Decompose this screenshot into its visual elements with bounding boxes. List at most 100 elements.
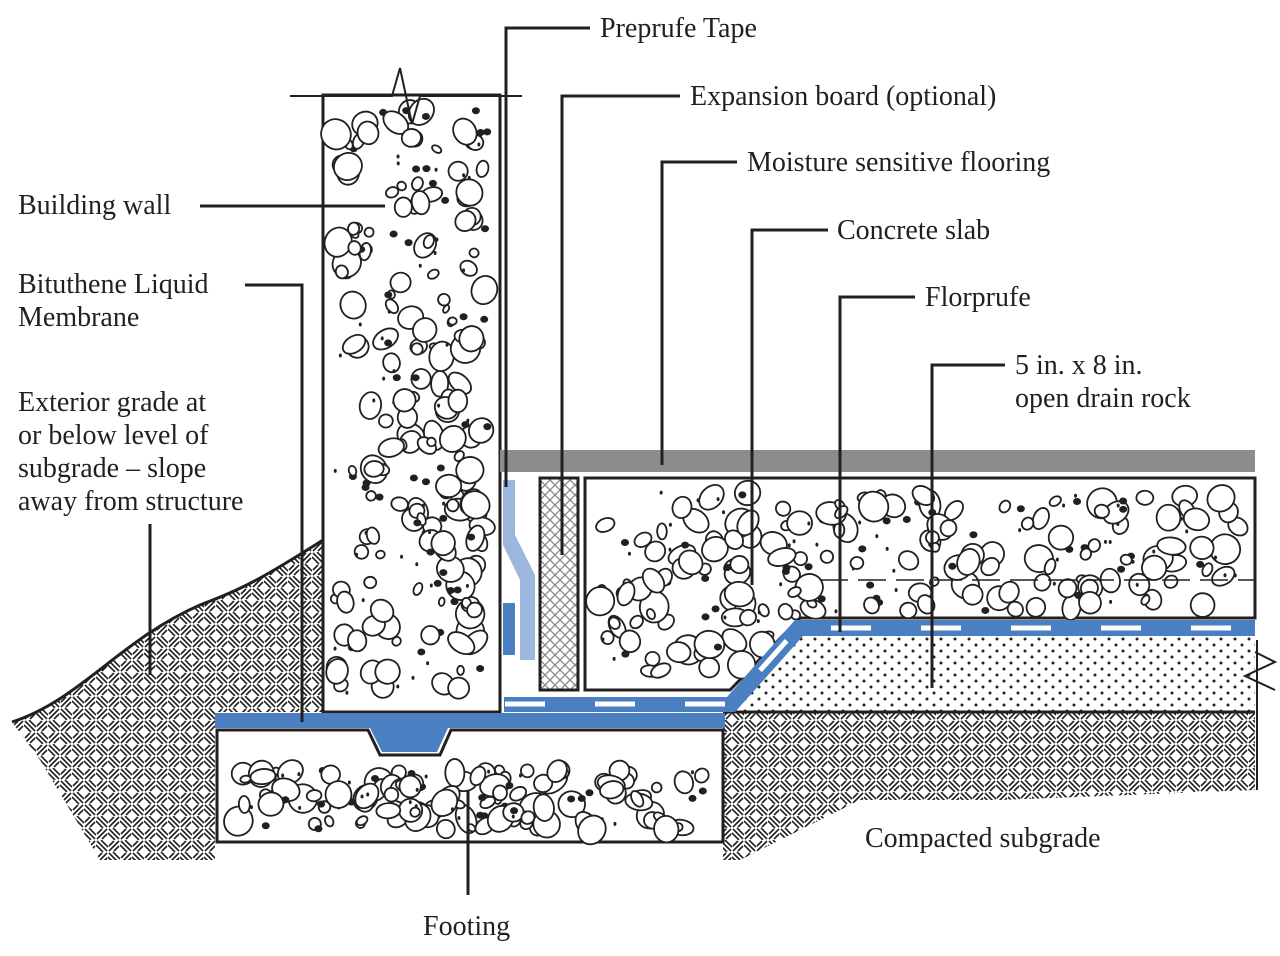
- aggregate-stone: [356, 120, 380, 146]
- aggregate-stone: [1073, 497, 1082, 505]
- aggregate-stone: [361, 598, 365, 603]
- aggregate-stone: [371, 774, 380, 782]
- aggregate-stone: [1135, 582, 1139, 587]
- aggregate-stone: [411, 675, 415, 680]
- aggregate-stone: [305, 789, 323, 803]
- aggregate-stone: [363, 460, 385, 478]
- aggregate-stone: [445, 342, 449, 347]
- aggregate-stone: [365, 490, 377, 502]
- aggregate-stone: [668, 547, 672, 552]
- aggregate-stone: [599, 780, 625, 800]
- aggregate-stone: [1135, 489, 1155, 506]
- label-building-wall: Building wall: [18, 190, 172, 221]
- aggregate-stone: [396, 154, 400, 159]
- label-preprufe-tape: Preprufe Tape: [600, 13, 757, 44]
- aggregate-stone: [446, 586, 455, 594]
- aggregate-stone: [415, 787, 419, 792]
- aggregate-stone: [775, 500, 792, 517]
- aggregate-stone: [585, 789, 594, 797]
- aggregate-stone: [392, 374, 401, 382]
- aggregate-stone: [392, 369, 396, 374]
- aggregate-stone: [723, 580, 755, 608]
- aggregate-stone: [378, 413, 394, 429]
- aggregate-stone: [450, 598, 459, 606]
- leader-bituthene: [245, 283, 304, 722]
- wall-break-line: [290, 67, 522, 125]
- aggregate-stone: [998, 580, 1020, 604]
- aggregate-stone: [412, 582, 424, 596]
- aggregate-stone: [757, 610, 761, 615]
- aggregate-stone: [1211, 565, 1236, 587]
- aggregate-stone: [723, 615, 727, 620]
- aggregate-stone: [428, 530, 432, 535]
- aggregate-stone: [471, 107, 480, 115]
- aggregate-stone: [1079, 547, 1092, 561]
- aggregate-stone: [439, 514, 448, 522]
- expansion-board: [538, 476, 580, 692]
- aggregate-stone: [1179, 516, 1183, 521]
- aggregate-stone: [1108, 539, 1112, 544]
- aggregate-stone: [1189, 535, 1215, 561]
- aggregate-stone: [620, 539, 629, 547]
- aggregate-stone: [711, 605, 720, 613]
- aggregate-stone: [428, 179, 437, 187]
- aggregate-stone: [616, 581, 636, 607]
- aggregate-stone: [433, 579, 442, 587]
- aggregate-stone: [462, 173, 466, 178]
- aggregate-stone: [787, 586, 802, 598]
- compacted-subgrade: [723, 712, 1255, 860]
- aggregate-stone: [429, 583, 433, 588]
- aggregate-stone: [385, 186, 400, 199]
- aggregate-stone: [257, 791, 285, 817]
- aggregate-stone: [431, 144, 443, 154]
- aggregate-stone: [1155, 503, 1182, 532]
- aggregate-stone: [961, 583, 984, 606]
- bituthene-liquid-membrane: [215, 713, 725, 752]
- label-grade-2: or below level of: [18, 420, 209, 451]
- aggregate-stone: [608, 616, 621, 630]
- aggregate-stone: [665, 641, 692, 664]
- aggregate-stone: [444, 758, 466, 788]
- aggregate-stone: [400, 554, 404, 559]
- aggregate-stone: [409, 474, 418, 482]
- aggregate-stone: [421, 112, 430, 120]
- aggregate-stone: [281, 773, 285, 778]
- aggregate-stone: [347, 629, 368, 653]
- aggregate-stone: [461, 421, 470, 429]
- aggregate-stone: [1128, 572, 1151, 597]
- aggregate-stone: [786, 510, 813, 536]
- aggregate-stone: [1020, 516, 1035, 531]
- break-mark: [1242, 651, 1278, 691]
- aggregate-stone: [627, 551, 631, 556]
- aggregate-stone: [1140, 594, 1151, 606]
- aggregate-stone: [653, 815, 680, 844]
- aggregate-stone: [1093, 503, 1110, 519]
- aggregate-stone: [577, 794, 586, 802]
- leader-florprufe: [838, 295, 915, 632]
- aggregate-stone: [442, 304, 451, 314]
- aggregate-stone: [374, 658, 401, 685]
- aggregate-stone: [336, 590, 355, 614]
- aggregate-stone: [314, 825, 323, 833]
- grade-line: [11, 538, 324, 724]
- wall-aggregate: [320, 97, 499, 700]
- aggregate-stone: [358, 322, 362, 327]
- aggregate-stone: [612, 656, 616, 661]
- aggregate-stone: [641, 567, 666, 594]
- aggregate-stone: [629, 614, 644, 630]
- aggregate-stone: [671, 495, 693, 520]
- aggregate-stone: [369, 598, 395, 623]
- aggregate-stone: [722, 510, 726, 515]
- aggregate-stone: [396, 684, 400, 689]
- aggregate-stone: [1033, 573, 1052, 592]
- aggregate-stone: [1055, 557, 1059, 562]
- aggregate-stone: [417, 648, 426, 656]
- leader-lines: [148, 26, 1005, 895]
- aggregate-stone: [532, 793, 555, 822]
- aggregate-stone: [1119, 505, 1128, 513]
- aggregate-stone: [411, 374, 420, 382]
- aggregate-stone: [460, 490, 491, 520]
- aggregate-stone: [366, 792, 370, 797]
- aggregate-stone: [1048, 495, 1062, 508]
